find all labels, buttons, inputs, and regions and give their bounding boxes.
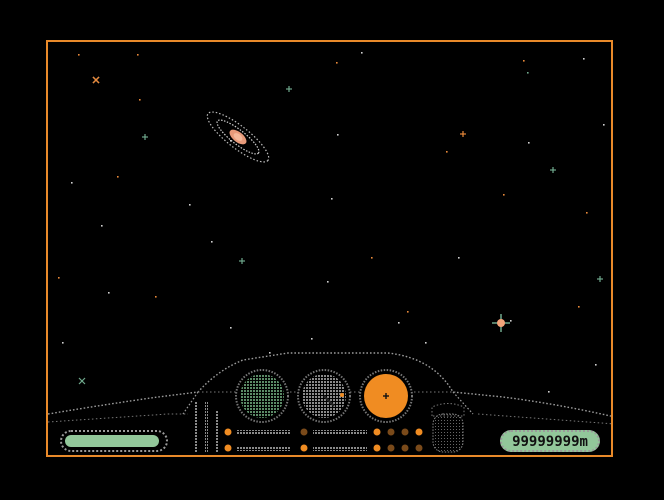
indicator-light	[373, 428, 381, 436]
star	[527, 72, 529, 74]
indicator-light	[415, 444, 423, 452]
game-viewport[interactable]: 99999999m	[46, 40, 613, 457]
star	[142, 134, 148, 140]
star	[583, 58, 585, 60]
star	[92, 76, 100, 84]
indicator-light	[415, 428, 423, 436]
sensor-grid-panel	[431, 403, 465, 453]
star	[117, 176, 119, 178]
star	[331, 198, 333, 200]
indicator-light	[401, 428, 409, 436]
shield-bar	[60, 430, 168, 452]
indicator-light	[224, 428, 232, 436]
star	[286, 86, 292, 92]
star	[586, 212, 588, 214]
star	[550, 167, 556, 173]
star	[58, 277, 60, 279]
star	[523, 60, 525, 62]
space-scene	[48, 52, 611, 455]
star	[211, 241, 213, 243]
star	[239, 258, 245, 264]
star	[528, 142, 530, 144]
indicator-bar	[313, 446, 367, 451]
star	[108, 292, 110, 294]
star	[230, 327, 232, 329]
star	[548, 391, 550, 393]
star	[425, 342, 427, 344]
indicator-bar	[313, 430, 367, 435]
compass-gauge-icon	[297, 369, 351, 423]
distance-readout: 99999999m	[500, 430, 600, 452]
star	[155, 296, 157, 298]
indicator-light	[387, 444, 395, 452]
bright-star	[492, 314, 510, 332]
star	[603, 124, 605, 126]
radar-gauge-icon	[235, 369, 289, 423]
indicator-bar	[237, 446, 291, 451]
shield-fill	[65, 435, 159, 447]
star	[336, 62, 338, 64]
star	[458, 257, 460, 259]
spiral-galaxy-icon	[206, 111, 270, 163]
star	[137, 54, 139, 56]
star	[78, 54, 80, 56]
indicator-light	[300, 428, 308, 436]
star	[398, 322, 400, 324]
star	[595, 364, 597, 366]
cockpit-struts-left	[195, 402, 219, 452]
indicator-light	[373, 444, 381, 452]
star	[361, 52, 363, 54]
star	[139, 99, 141, 101]
indicator-bar	[237, 430, 291, 435]
star	[311, 338, 313, 340]
star	[327, 281, 329, 283]
star	[578, 306, 580, 308]
star	[371, 257, 373, 259]
star	[78, 377, 86, 385]
star	[597, 276, 603, 282]
star	[269, 352, 271, 354]
star	[503, 194, 505, 196]
star	[101, 225, 103, 227]
star	[189, 204, 191, 206]
star	[510, 320, 512, 322]
star	[71, 182, 73, 184]
star	[337, 134, 339, 136]
target-reticle-icon	[359, 369, 413, 423]
star	[407, 311, 409, 313]
distance-text: 99999999m	[512, 434, 588, 450]
indicator-light	[224, 444, 232, 452]
star-field	[58, 52, 605, 393]
indicator-light	[300, 444, 308, 452]
star	[446, 151, 448, 153]
indicator-light	[401, 444, 409, 452]
star	[62, 342, 64, 344]
indicator-light	[387, 428, 395, 436]
star	[460, 131, 466, 137]
indicator-panel	[224, 428, 423, 452]
